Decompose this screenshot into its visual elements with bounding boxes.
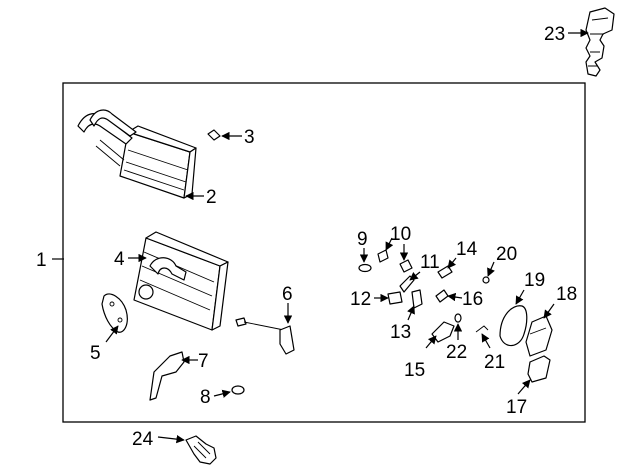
callout-6: 6 [282, 284, 293, 305]
callout-1: 1 [36, 250, 47, 271]
callout-3: 3 [244, 127, 255, 148]
actuator-icon-18[interactable] [525, 315, 553, 357]
callout-24: 24 [132, 429, 154, 450]
connector-icon[interactable] [185, 435, 217, 465]
callout-12: 12 [350, 289, 371, 310]
callout-14: 14 [456, 239, 478, 260]
lever-icon-12[interactable] [387, 291, 403, 305]
lever-icon-14[interactable] [437, 265, 453, 279]
clip-icon-16[interactable] [435, 289, 449, 303]
actuator-icon-19[interactable] [499, 305, 528, 347]
callout-11: 11 [420, 252, 440, 273]
clip-icon[interactable] [207, 129, 221, 141]
clip-icon-10[interactable] [377, 249, 389, 263]
expansion-valve-icon[interactable] [235, 317, 295, 355]
link-icon-13[interactable] [411, 289, 423, 309]
wire-clip-icon-21[interactable] [475, 325, 489, 333]
callout-10: 10 [390, 224, 411, 245]
callout-13: 13 [390, 322, 411, 343]
clip-icon-10b[interactable] [399, 259, 413, 273]
callout-19: 19 [524, 270, 545, 291]
callout-16: 16 [462, 289, 483, 310]
blower-motor-icon[interactable] [585, 7, 615, 77]
clip-icon-20[interactable] [482, 276, 490, 284]
evaporator-core-icon[interactable] [133, 231, 229, 331]
callout-4: 4 [114, 249, 125, 270]
callout-23: 23 [544, 24, 565, 45]
drain-hose-icon[interactable] [149, 351, 185, 401]
callout-5: 5 [90, 343, 101, 364]
callout-7: 7 [198, 351, 209, 372]
callout-15: 15 [404, 360, 425, 381]
thermistor-icon[interactable] [431, 321, 455, 343]
callout-8: 8 [200, 387, 211, 408]
callout-9: 9 [357, 229, 368, 250]
housing-frame [62, 82, 586, 423]
callout-18: 18 [556, 284, 577, 305]
clip-icon-22[interactable] [454, 313, 462, 323]
actuator-icon-17[interactable] [527, 355, 551, 383]
heater-core-icon[interactable] [77, 109, 197, 199]
callout-17: 17 [506, 397, 527, 418]
callout-22: 22 [446, 342, 467, 363]
gasket-icon[interactable] [101, 293, 128, 333]
callout-21: 21 [484, 352, 505, 373]
callout-2: 2 [206, 187, 217, 208]
clip-icon-9[interactable] [358, 263, 372, 273]
callout-20: 20 [496, 244, 517, 265]
grommet-icon[interactable] [231, 385, 245, 395]
